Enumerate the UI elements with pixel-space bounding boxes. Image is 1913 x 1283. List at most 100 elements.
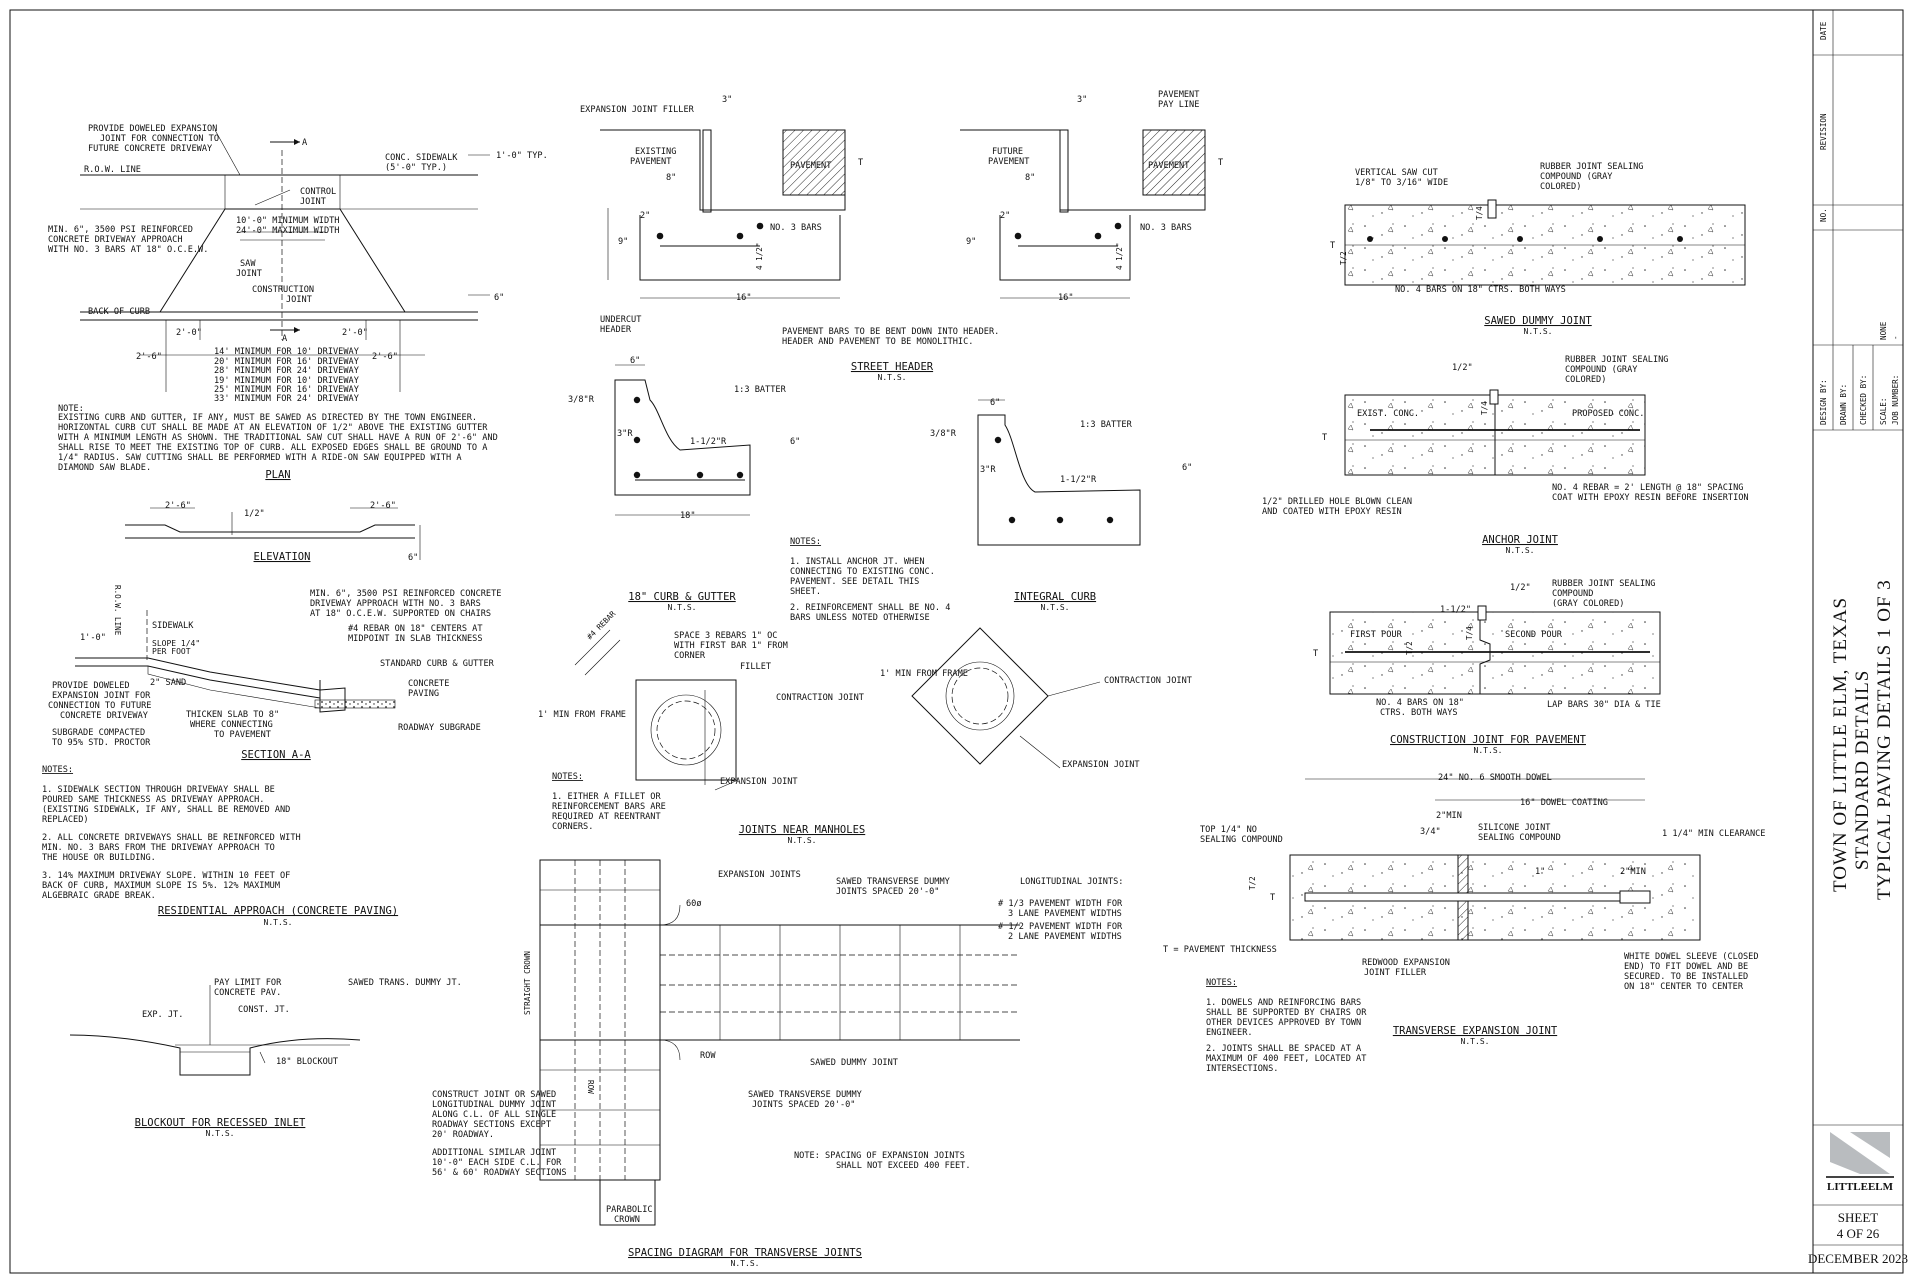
svg-text:REPLACED): REPLACED) <box>42 815 89 825</box>
elevation-dim: 2'-6" <box>370 501 396 511</box>
svg-text:2. JOINTS SHALL BE SPACED AT: 2. JOINTS SHALL BE SPACED AT A <box>1206 1044 1362 1054</box>
svg-text:1 1/4" MIN CLEARANCE: 1 1/4" MIN CLEARANCE <box>1662 829 1765 839</box>
svg-text:3"R: 3"R <box>617 429 633 439</box>
svg-text:24" NO. 6 SMOOTH DOWEL: 24" NO. 6 SMOOTH DOWEL <box>1438 773 1552 783</box>
svg-text:N.T.S.: N.T.S. <box>668 603 697 612</box>
plan-note: SHALL RISE TO MEET THE EXISTING TOP OF C… <box>58 443 488 453</box>
svg-text:16": 16" <box>1058 293 1074 303</box>
svg-text:COMPOUND (GRAY: COMPOUND (GRAY <box>1540 172 1613 182</box>
svg-text:N.T.S.: N.T.S. <box>1041 603 1070 612</box>
svg-text:WHITE DOWEL SLEEVE (CLOSED: WHITE DOWEL SLEEVE (CLOSED <box>1624 952 1759 962</box>
svg-text:HEADER AND PAVEMENT TO BE MONO: HEADER AND PAVEMENT TO BE MONOLITHIC. <box>782 337 973 347</box>
svg-text:16": 16" <box>736 293 752 303</box>
svg-text:8": 8" <box>666 173 676 183</box>
section-label: DRIVEWAY APPROACH WITH NO. 3 BARS <box>310 599 481 609</box>
svg-text:END) TO FIT DOWEL AND BE: END) TO FIT DOWEL AND BE <box>1624 962 1748 972</box>
plan-section-mark: A <box>282 334 288 344</box>
svg-text:PAVEMENT: PAVEMENT <box>1158 90 1199 100</box>
svg-text:THE HOUSE OR BUILDING.: THE HOUSE OR BUILDING. <box>42 853 156 863</box>
svg-text:1-1/2"R: 1-1/2"R <box>1060 475 1097 485</box>
blockout-label: CONCRETE PAV. <box>214 988 281 998</box>
svg-text:REINFORCEMENT BARS ARE: REINFORCEMENT BARS ARE <box>552 802 666 812</box>
residential-notes: NOTES: 1. SIDEWALK SECTION THROUGH DRIVE… <box>42 765 398 927</box>
svg-text:2"MIN: 2"MIN <box>1436 811 1462 821</box>
svg-text:SAWED TRANSVERSE DUMMY: SAWED TRANSVERSE DUMMY <box>836 877 951 887</box>
section-label: AT 18" O.C.E.W. SUPPORTED ON CHAIRS <box>310 609 491 619</box>
svg-text:(EXISTING SIDEWALK, IF ANY, SH: (EXISTING SIDEWALK, IF ANY, SHALL BE REM… <box>42 805 290 815</box>
svg-text:T/4: T/4 <box>1465 626 1474 640</box>
svg-text:10'-0" EACH SIDE C.L. FOR: 10'-0" EACH SIDE C.L. FOR <box>432 1158 562 1168</box>
plan-label: FUTURE CONCRETE DRIVEWAY <box>88 144 213 154</box>
svg-text:TOP 1/4" NO: TOP 1/4" NO <box>1200 825 1257 835</box>
manholes-title: JOINTS NEAR MANHOLES <box>739 824 865 836</box>
svg-text:3": 3" <box>1077 95 1087 105</box>
svg-text:1. SIDEWALK SECTION THROUGH D: 1. SIDEWALK SECTION THROUGH DRIVEWAY SHA… <box>42 785 275 795</box>
svg-text:SAWED DUMMY JOINT: SAWED DUMMY JOINT <box>810 1058 898 1068</box>
section-label: PROVIDE DOWELED <box>52 681 130 691</box>
svg-text:EXPANSION JOINT: EXPANSION JOINT <box>1062 760 1140 770</box>
svg-text:CONNECTING TO EXISTING CONC.: CONNECTING TO EXISTING CONC. <box>790 567 935 577</box>
plan-note: NOTE: <box>58 404 84 414</box>
tb-logo-text: LITTLEELM <box>1827 1181 1894 1193</box>
svg-text:4 1/2": 4 1/2" <box>755 243 764 270</box>
integral-curb-title: INTEGRAL CURB <box>1014 591 1096 603</box>
svg-text:NO. 4 REBAR = 2' LENGTH @ 18": NO. 4 REBAR = 2' LENGTH @ 18" SPACING <box>1552 483 1743 493</box>
tb-drawn-by: DRAWN BY: <box>1839 384 1848 425</box>
svg-text:SILICONE JOINT: SILICONE JOINT <box>1478 823 1550 833</box>
svg-text:T = PAVEMENT THICKNESS: T = PAVEMENT THICKNESS <box>1163 945 1277 955</box>
sawed-dummy-title: SAWED DUMMY JOINT <box>1484 315 1592 327</box>
svg-text:N.T.S.: N.T.S. <box>1474 746 1503 755</box>
sheet-border <box>9 9 1904 1274</box>
svg-text:EXPANSION JOINT FILLER: EXPANSION JOINT FILLER <box>580 105 695 115</box>
svg-text:SECOND POUR: SECOND POUR <box>1505 630 1563 640</box>
svg-text:ALONG C.L. OF ALL SINGLE: ALONG C.L. OF ALL SINGLE <box>432 1110 556 1120</box>
svg-text:9": 9" <box>966 237 976 247</box>
section-label: MIDPOINT IN SLAB THICKNESS <box>348 634 483 644</box>
title-block: DATE REVISION NO. DESIGN BY: DRAWN BY: C… <box>1808 10 1908 1266</box>
svg-text:ENGINEER.: ENGINEER. <box>1206 1028 1253 1038</box>
svg-text:REDWOOD EXPANSION: REDWOOD EXPANSION <box>1362 958 1450 968</box>
plan-label: CONTROL <box>300 187 336 197</box>
section-label: TO 95% STD. PROCTOR <box>52 738 151 748</box>
section-aa-title: SECTION A-A <box>241 749 311 761</box>
svg-text:COMPOUND (GRAY: COMPOUND (GRAY <box>1565 365 1638 375</box>
anchor-title: ANCHOR JOINT <box>1482 534 1559 546</box>
svg-text:ALGEBRAIC GRADE BREAK.: ALGEBRAIC GRADE BREAK. <box>42 891 156 901</box>
svg-text:SECURED. TO BE INSTALLED: SECURED. TO BE INSTALLED <box>1624 972 1748 982</box>
svg-text:N.T.S.: N.T.S. <box>1524 327 1553 336</box>
svg-text:PAVEMENT: PAVEMENT <box>630 157 671 167</box>
plan-label: 6" <box>494 293 504 303</box>
svg-text:AND COATED WITH EPOXY RESIN: AND COATED WITH EPOXY RESIN <box>1262 507 1402 517</box>
anchor-joint: 1/2" RUBBER JOINT SEALING COMPOUND (GRAY… <box>1262 355 1749 555</box>
svg-text:EXPANSION JOINTS: EXPANSION JOINTS <box>718 870 801 880</box>
construction-joint: 1/2" RUBBER JOINT SEALING COMPOUND (GRAY… <box>1313 579 1661 755</box>
svg-text:COMPOUND: COMPOUND <box>1552 589 1593 599</box>
svg-text:SHEET.: SHEET. <box>790 587 821 597</box>
svg-text:N.T.S.: N.T.S. <box>878 373 907 382</box>
svg-text:1/2": 1/2" <box>1510 583 1531 593</box>
svg-text:CORNER: CORNER <box>674 651 706 661</box>
section-label: CONNECTION TO FUTURE <box>48 701 151 711</box>
plan-dim: 2'-6" <box>136 352 162 362</box>
svg-text:PAVEMENT: PAVEMENT <box>790 161 831 171</box>
plan-label: JOINT <box>300 197 326 207</box>
svg-text:T: T <box>1322 433 1327 443</box>
svg-text:UNDERCUT: UNDERCUT <box>600 315 641 325</box>
svg-text:T: T <box>1270 893 1275 903</box>
svg-text:RUBBER JOINT SEALING: RUBBER JOINT SEALING <box>1565 355 1668 365</box>
plan-dim: 28' MINIMUM FOR 24' DRIVEWAY <box>214 366 360 376</box>
svg-text:NO. 3 BARS: NO. 3 BARS <box>770 223 822 233</box>
manholes-detail: #4 REBAR SPACE 3 REBARS 1" OC WITH FIRST… <box>538 609 1192 845</box>
svg-text:SEALING COMPOUND: SEALING COMPOUND <box>1478 833 1561 843</box>
plan-note: 1/4" RADIUS. SAW CUTTING SHALL BE PERFOR… <box>58 453 462 463</box>
plan-label: 24'-0" MAXIMUM WIDTH <box>236 226 339 236</box>
svg-text:3"R: 3"R <box>980 465 996 475</box>
plan-label: CONCRETE DRIVEWAY APPROACH <box>48 235 183 245</box>
svg-text:INTERSECTIONS.: INTERSECTIONS. <box>1206 1064 1278 1074</box>
plan-note: DIAMOND SAW BLADE. <box>58 463 151 473</box>
svg-text:3 LANE PAVEMENT WIDTHS: 3 LANE PAVEMENT WIDTHS <box>1008 909 1122 919</box>
plan-detail: PROVIDE DOWELED EXPANSION JOINT FOR CONN… <box>48 124 548 481</box>
svg-text:LONGITUDINAL DUMMY JOINT: LONGITUDINAL DUMMY JOINT <box>432 1100 556 1110</box>
plan-label: BACK OF CURB <box>88 307 150 317</box>
